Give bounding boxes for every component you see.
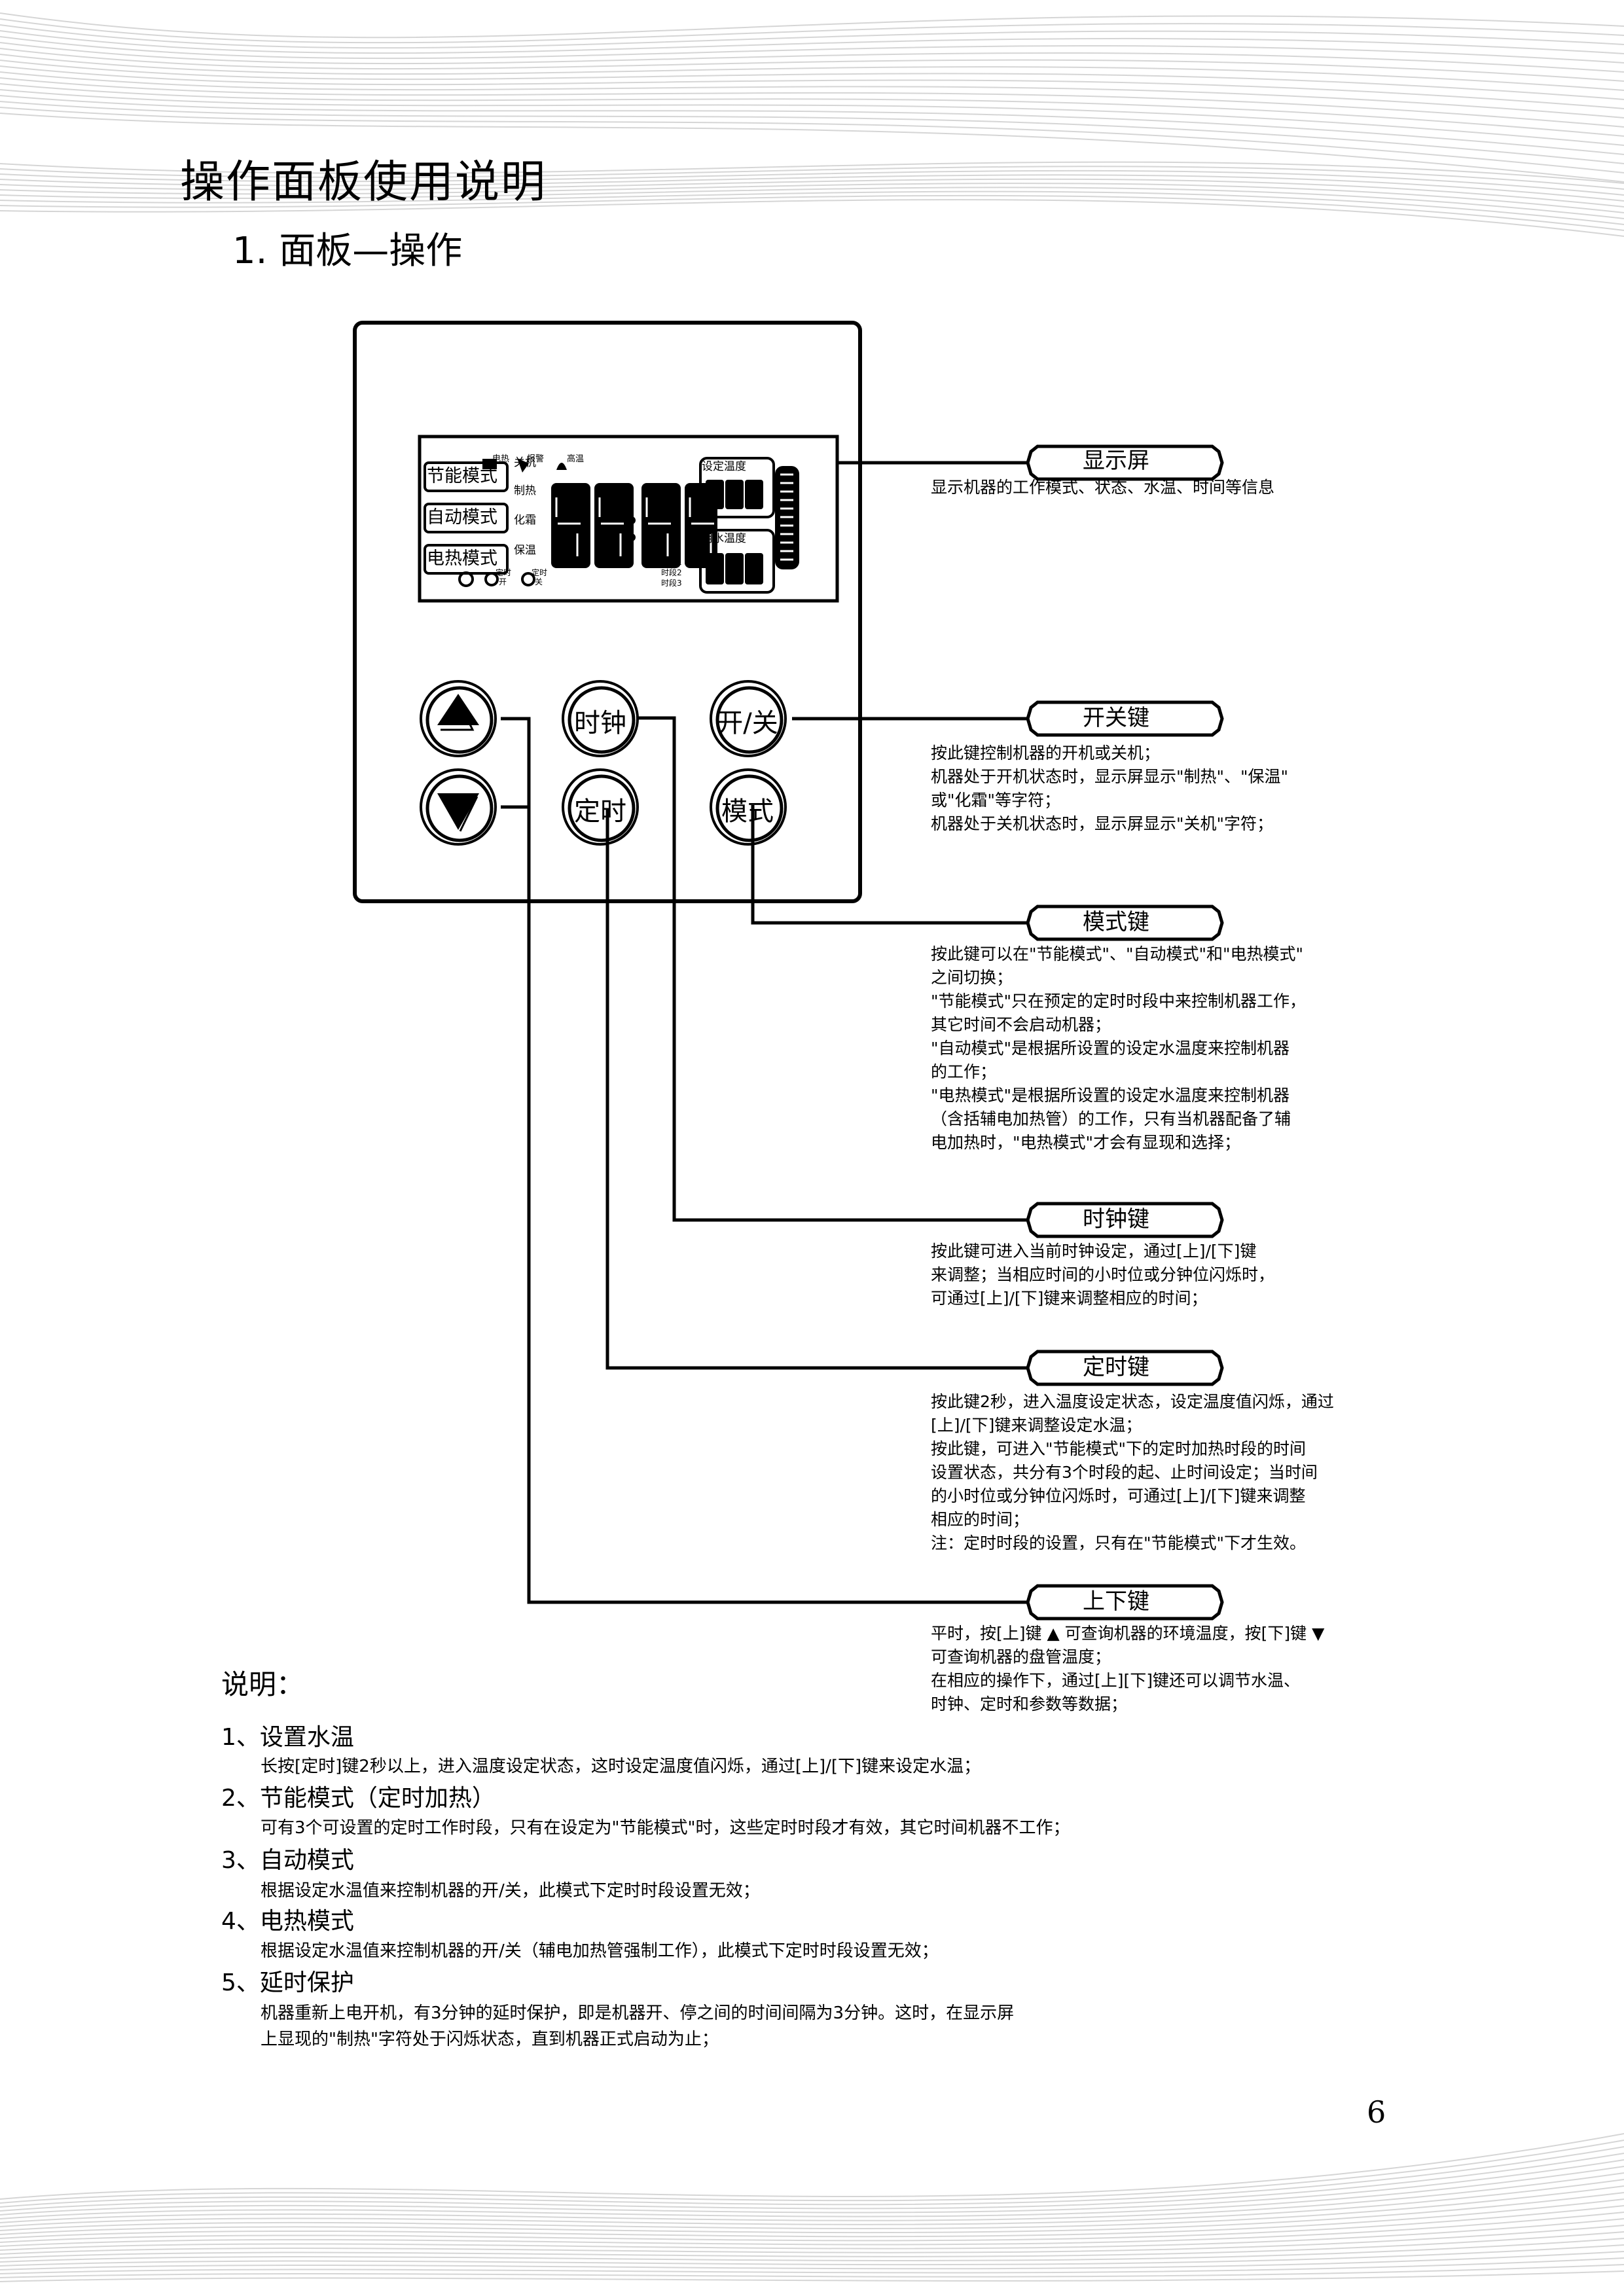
period-1-label: 时段1: [661, 558, 682, 567]
lcd-mode-auto: 自动模式: [427, 507, 497, 528]
period-2-label: 时段2: [661, 568, 682, 577]
up-arrow-icon: [437, 694, 479, 725]
timer-on-label: 定时: [496, 568, 512, 577]
section-subtitle: 1. 面板—操作: [232, 230, 463, 272]
mode-button[interactable]: 模式: [721, 797, 774, 827]
callout-power-label: 开关键: [1083, 705, 1149, 731]
callout-display-desc: 显示机器的工作模式、状态、水温、时间等信息: [931, 478, 1275, 497]
lcd-screen-frame: [418, 435, 839, 603]
clock-button-ring: [562, 680, 639, 757]
notes-title: 说明：: [221, 1668, 304, 1700]
timer-off-sub: 关: [535, 577, 543, 586]
page-number: 6: [1367, 2094, 1386, 2130]
lcd-status-defrost: 化霜: [514, 514, 536, 527]
water-temp-label: 用水温度: [702, 532, 746, 545]
down-button-ring: [420, 768, 497, 846]
note-body: 上显现的"制热"字符处于闪烁状态，直到机器正式启动为止；: [261, 2030, 719, 2049]
note-body: 根据设定水温值来控制机器的开/关（辅电加热管强制工作），此模式下定时时段设置无效…: [261, 1941, 939, 1961]
callout-mode-label: 模式键: [1083, 909, 1149, 935]
alarm-icon: [517, 458, 529, 473]
note-body: 可有3个可设置的定时工作时段，只有在设定为"节能模式"时，这些定时时段才有效，其…: [261, 1818, 1070, 1838]
note-body: 长按[定时]键2秒以上，进入温度设定状态，这时设定温度值闪烁，通过[上]/[下]…: [261, 1757, 981, 1776]
callout-updown-desc: 平时，按[上]键 ▲ 可查询机器的环境温度，按[下]键 ▼可查询机器的盘管温度；…: [931, 1624, 1325, 1713]
indicator-alarm: 报警: [527, 454, 545, 464]
callout-pill-updown: [1026, 1584, 1224, 1621]
clock-button[interactable]: 时钟: [574, 708, 626, 738]
high-temp-icon: [556, 463, 567, 470]
down-arrow-icon: [437, 793, 479, 830]
lcd-status-keep-warm: 保温: [514, 544, 536, 557]
timer-off-icon: [521, 572, 535, 586]
callout-pill-clock: [1026, 1202, 1224, 1238]
callout-pill-display: [1026, 444, 1224, 481]
lcd-status-off: 关机: [514, 456, 536, 469]
lcd-status-heating: 制热: [514, 484, 536, 497]
power-button[interactable]: 开/关: [717, 708, 778, 738]
note-heading: 3、自动模式: [221, 1847, 354, 1874]
note-heading: 5、延时保护: [221, 1969, 354, 1996]
indicator-high-temp: 高温: [567, 454, 585, 464]
connector-lines: [501, 461, 1031, 1604]
callout-mode-desc: 按此键可以在"节能模式"、"自动模式"和"电热模式"之间切换；"节能模式"只在预…: [931, 944, 1307, 1152]
callout-updown-label: 上下键: [1083, 1588, 1149, 1615]
mode-button-ring: [710, 768, 787, 846]
timer-button[interactable]: 定时: [574, 797, 626, 827]
timer-off-label: 定时: [532, 568, 548, 577]
callout-power-desc: 按此键控制机器的开机或关机；机器处于开机状态时，显示屏显示"制热"、"保温"或"…: [931, 744, 1288, 833]
set-temp-digits: [706, 480, 763, 509]
lcd-mode-box: [424, 461, 509, 492]
callout-display-label: 显示屏: [1083, 448, 1149, 474]
note-body: 根据设定水温值来控制机器的开/关，此模式下定时时段设置无效；: [261, 1881, 760, 1901]
down-button[interactable]: [419, 768, 497, 847]
electric-heat-icon: [482, 459, 497, 469]
note-body: 机器重新上电开机，有3分钟的延时保护，即是机器开、停之间的时间间隔为3分钟。这时…: [261, 2003, 1015, 2023]
note-heading: 4、电热模式: [221, 1908, 354, 1935]
callout-clock-label: 时钟键: [1083, 1206, 1149, 1232]
callout-pill-timer: [1026, 1350, 1224, 1386]
lcd-mode-energy-saving: 节能模式: [427, 466, 497, 486]
lcd-mode-box: [424, 503, 509, 533]
power-button-ring: [710, 680, 787, 757]
set-temp-label: 设定温度: [702, 460, 746, 473]
indicator-electric-heat: 电热: [492, 454, 510, 464]
note-heading: 1、设置水温: [221, 1724, 354, 1751]
clock-digit-display: [551, 483, 717, 568]
callout-timer-label: 定时键: [1083, 1354, 1149, 1380]
water-temp-digits: [706, 553, 763, 584]
timer-button-ring: [562, 768, 639, 846]
period-3-label: 时段3: [661, 579, 682, 588]
up-button[interactable]: [419, 681, 497, 759]
lcd-mode-electric: 电热模式: [427, 548, 497, 569]
callout-timer-desc: 按此键2秒，进入温度设定状态，设定温度值闪烁，通过[上]/[下]键来调整设定水温…: [931, 1392, 1334, 1552]
callout-pill-mode: [1026, 905, 1224, 941]
timer-on-sub: 开: [499, 577, 507, 586]
callout-clock-desc: 按此键可进入当前时钟设定，通过[上]/[下]键来调整；当相应时间的小时位或分钟位…: [931, 1242, 1275, 1308]
clock-icon: [458, 571, 474, 587]
up-button-ring: [420, 680, 497, 757]
note-heading: 2、节能模式（定时加热）: [221, 1785, 496, 1812]
timer-on-icon: [484, 572, 499, 586]
callout-pill-power: [1026, 700, 1224, 737]
page-title: 操作面板使用说明: [180, 156, 547, 208]
